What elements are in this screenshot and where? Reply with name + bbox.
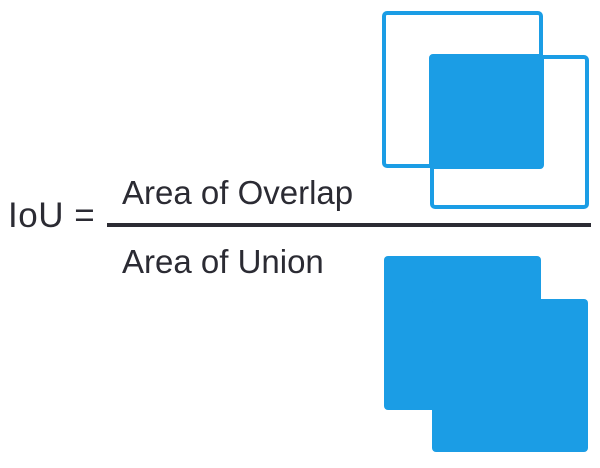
formula-left-hand-side: IoU = — [8, 196, 96, 235]
union-diagram-svg — [384, 256, 588, 452]
overlap-diagram — [374, 3, 598, 218]
fraction-numerator-label: Area of Overlap — [122, 174, 354, 211]
fraction-bar — [107, 223, 591, 227]
overlap-diagram-svg — [382, 11, 589, 209]
fraction-denominator-label: Area of Union — [122, 243, 324, 280]
union-box-b-fill — [432, 299, 588, 452]
union-diagram — [374, 246, 598, 462]
overlap-intersection-fill — [429, 54, 544, 169]
union-shape-fill — [384, 256, 588, 452]
